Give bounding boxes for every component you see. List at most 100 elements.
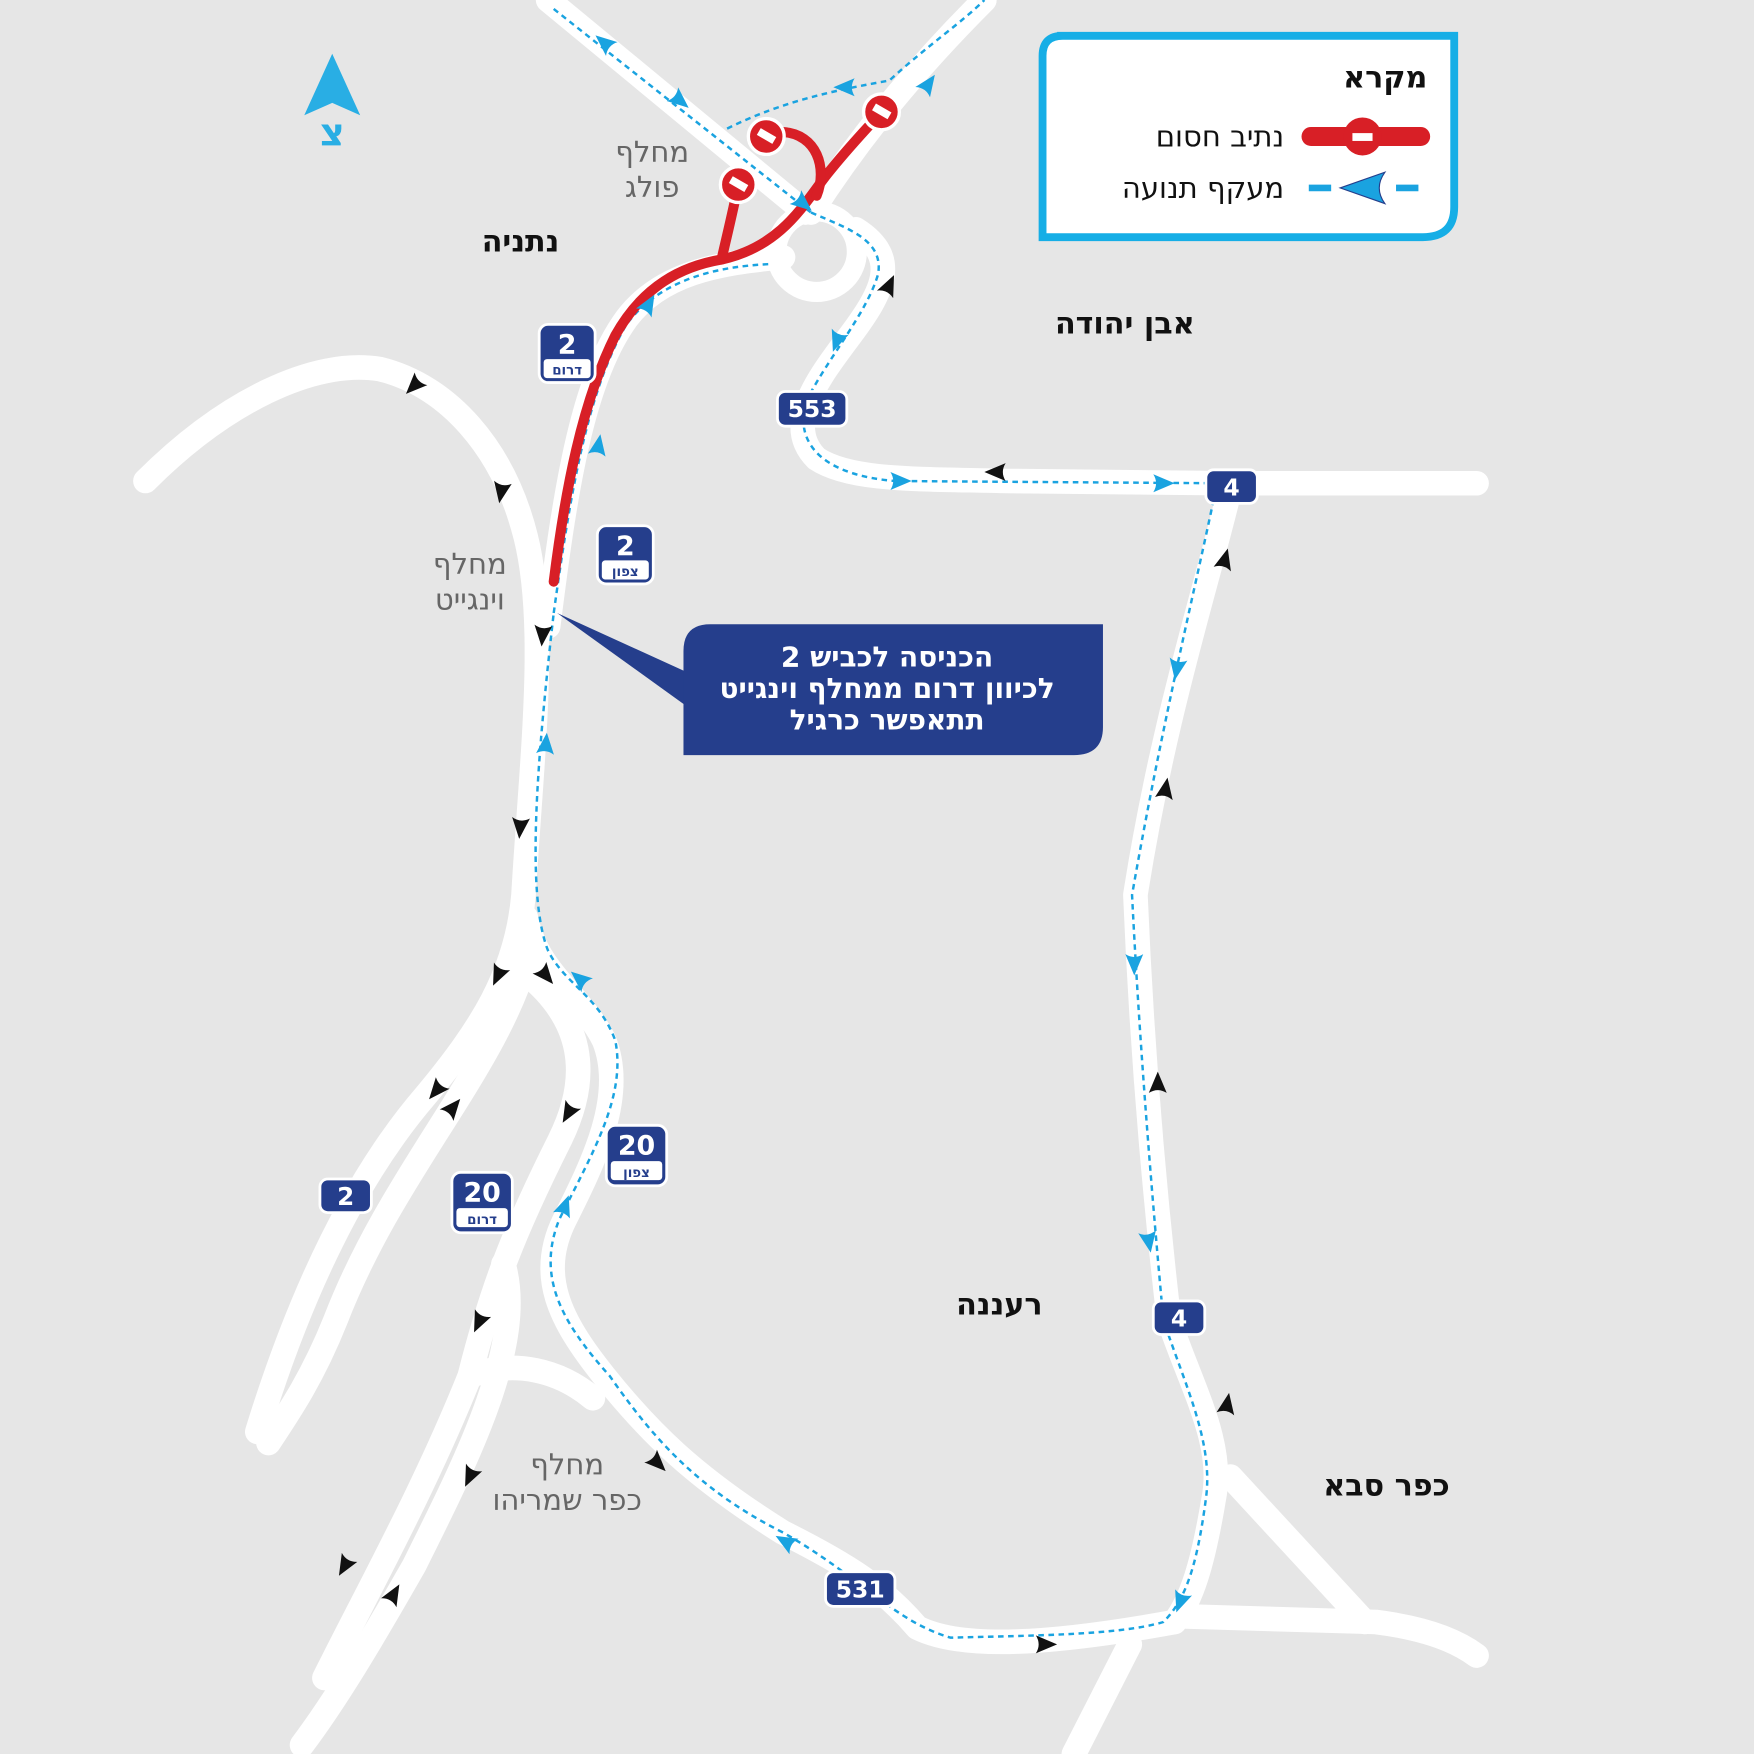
direction-arrow-icon [562, 1099, 582, 1123]
shield-route-20-north: 20 צפון [604, 1123, 669, 1188]
direction-arrow-icon [1153, 474, 1175, 493]
callout-line3: תתאפשר כרגיל [790, 703, 985, 736]
direction-arrow-icon [789, 190, 812, 211]
road-20-south-2 [289, 1251, 521, 1754]
direction-arrow-icon [1155, 777, 1173, 801]
road-2-west-2 [256, 949, 539, 1456]
direction-arrow-icon [984, 463, 1006, 482]
direction-arrow-icon [833, 78, 855, 97]
road-20-531 [513, 904, 1187, 1655]
direction-arrow-icon [876, 275, 895, 299]
direction-arrow-icon [380, 1584, 400, 1608]
road-2-west [133, 355, 550, 1445]
interchange-wingate-line1: מחלף [433, 547, 507, 581]
direction-arrow-icon [587, 434, 606, 457]
direction-arrow-icon [890, 472, 912, 490]
svg-text:2: 2 [337, 1182, 354, 1211]
direction-arrow-icon [666, 87, 689, 108]
no-entry-icon [861, 92, 902, 132]
detour-route [726, 0, 986, 130]
legend-title: מקרא [1343, 60, 1427, 95]
road-kfar-saba-2 [1173, 1604, 1489, 1668]
direction-arrow-icon [534, 624, 553, 647]
place-kfar-saba: כפר סבא [1323, 1469, 1450, 1504]
direction-arrow-icon [1213, 548, 1231, 572]
direction-arrow-icon [636, 294, 655, 318]
place-raanana: רעננה [956, 1287, 1042, 1322]
direction-arrow-icon [439, 1098, 461, 1121]
direction-arrow-icon [775, 1535, 799, 1555]
closed-road-2-south [548, 106, 887, 587]
closed-lanes [548, 92, 902, 587]
svg-text:531: 531 [836, 1575, 885, 1603]
direction-arrow-icon [1216, 1392, 1235, 1416]
shield-route-4-top: 4 [1204, 468, 1259, 505]
road-4 [1123, 474, 1243, 1635]
direction-arrow-icon [1175, 1589, 1192, 1613]
svg-text:20: 20 [463, 1177, 500, 1208]
svg-text:דרום: דרום [552, 364, 582, 379]
svg-text:4: 4 [1171, 1305, 1187, 1333]
direction-arrow-icon [570, 971, 593, 993]
road-kfar-shmaryahu [457, 1355, 606, 1411]
direction-arrow-icon [1169, 657, 1188, 680]
detour-route [534, 211, 1219, 1639]
direction-arrows [338, 35, 1235, 1654]
direction-arrow-icon [536, 732, 554, 755]
direction-arrow-icon [338, 1552, 358, 1576]
shield-route-531: 531 [824, 1570, 897, 1608]
direction-arrow-icon [532, 961, 554, 985]
direction-arrow-icon [915, 74, 935, 98]
shield-route-2-south: 2 דרום [537, 323, 597, 384]
interchange-kfar-shmaryahu-line1: מחלף [530, 1447, 604, 1481]
road-top-left [535, 0, 818, 225]
no-entry-icon [718, 164, 758, 205]
shield-route-20-south: 20 דרום [450, 1170, 514, 1235]
svg-text:צפון: צפון [612, 565, 639, 580]
interchange-poleg-line2: פולג [625, 170, 680, 204]
legend: מקרא נתיב חסום מעקף תנועה [1038, 31, 1459, 242]
svg-text:צפון: צפון [623, 1166, 650, 1181]
direction-arrow-icon [595, 35, 618, 56]
direction-arrow-icon [553, 1195, 570, 1219]
direction-arrow-icon [474, 1309, 492, 1333]
no-entry-icon [746, 116, 786, 157]
north-label: צ [320, 110, 345, 154]
direction-arrow-icon [429, 1077, 450, 1100]
legend-item-closed-lane: נתיב חסום [1156, 120, 1284, 154]
north-arrow: צ [304, 53, 361, 154]
direction-arrow-icon [1148, 1071, 1167, 1093]
svg-text:553: 553 [788, 395, 837, 423]
direction-arrow-icon [1138, 1230, 1156, 1253]
interchange-poleg-line1: מחלף [615, 135, 689, 169]
place-even-yehuda: אבן יהודה [1055, 306, 1195, 341]
shield-route-4-bottom: 4 [1151, 1299, 1207, 1336]
direction-arrow-icon [1035, 1635, 1058, 1654]
direction-arrow-icon [493, 962, 511, 986]
svg-text:דרום: דרום [467, 1213, 497, 1228]
svg-text:2: 2 [558, 329, 577, 360]
place-netanya: נתניה [482, 225, 560, 260]
direction-arrow-icon [644, 1449, 666, 1472]
road-kfar-saba-1 [1218, 1464, 1378, 1635]
roundabout [766, 201, 867, 303]
interchange-wingate-line2: וינגייט [435, 583, 505, 617]
direction-arrow-icon [1125, 954, 1144, 976]
direction-arrow-icon [512, 816, 530, 839]
svg-text:2: 2 [616, 531, 635, 562]
svg-text:20: 20 [618, 1130, 655, 1161]
direction-arrow-icon [405, 372, 428, 394]
direction-arrow-icon [465, 1463, 483, 1487]
detour-route [552, 7, 812, 214]
shield-route-2-north: 2 צפון [595, 524, 655, 586]
road-kfar-saba-3 [1061, 1632, 1143, 1754]
closed-lane-legend-icon [1301, 117, 1431, 156]
shield-route-2: 2 [318, 1177, 373, 1214]
callout-line1: הכניסה לכביש 2 [781, 641, 993, 674]
north-arrow-icon [304, 53, 361, 116]
shield-route-553: 553 [776, 390, 849, 428]
svg-text:4: 4 [1223, 474, 1239, 502]
legend-item-detour: מעקף תנועה [1122, 171, 1284, 205]
callout-line2: לכיוון דרום ממחלף וינגייט [719, 672, 1054, 705]
